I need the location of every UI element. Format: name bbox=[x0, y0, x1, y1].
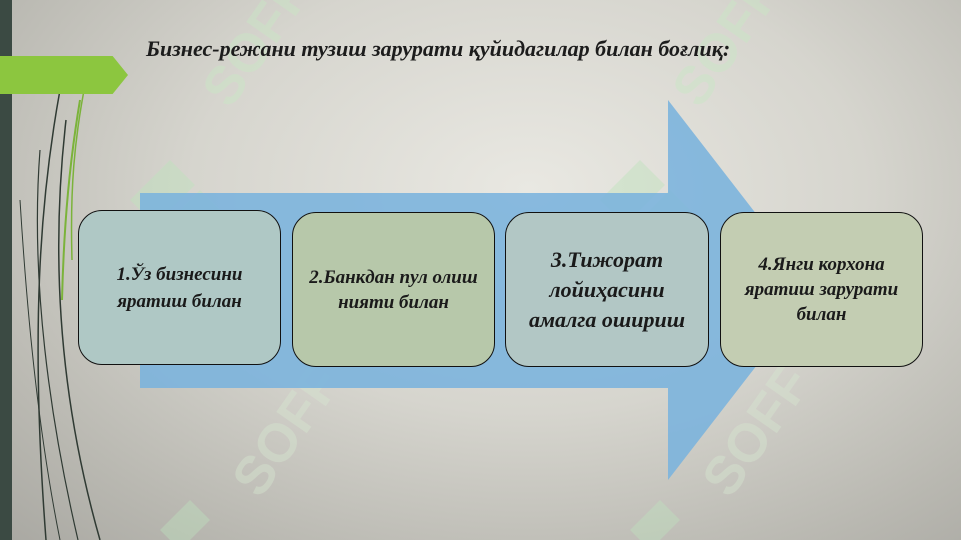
left-side-bar bbox=[0, 0, 12, 540]
step-3-label: 3.Тижорат лойиҳасини амалга ошириш bbox=[528, 246, 686, 332]
step-1-box: 1.Ўз бизнесини яратиш билан bbox=[78, 210, 281, 365]
step-4-box: 4.Янги корхона яратиш зарурати билан bbox=[720, 212, 923, 367]
page-title: Бизнес-режани тузиш зарурати қуйидагилар… bbox=[146, 36, 731, 61]
step-2-label: 2.Банкдан пул олиш нияти билан bbox=[309, 266, 478, 313]
step-2-box: 2.Банкдан пул олиш нияти билан bbox=[292, 212, 495, 367]
step-3-box: 3.Тижорат лойиҳасини амалга ошириш bbox=[505, 212, 709, 367]
step-1-label: 1.Ўз бизнесини яратиш билан bbox=[116, 263, 243, 312]
step-4-label: 4.Янги корхона яратиш зарурати билан bbox=[744, 254, 899, 325]
green-arrow-tab bbox=[0, 56, 128, 94]
decorative-lines bbox=[19, 79, 101, 540]
